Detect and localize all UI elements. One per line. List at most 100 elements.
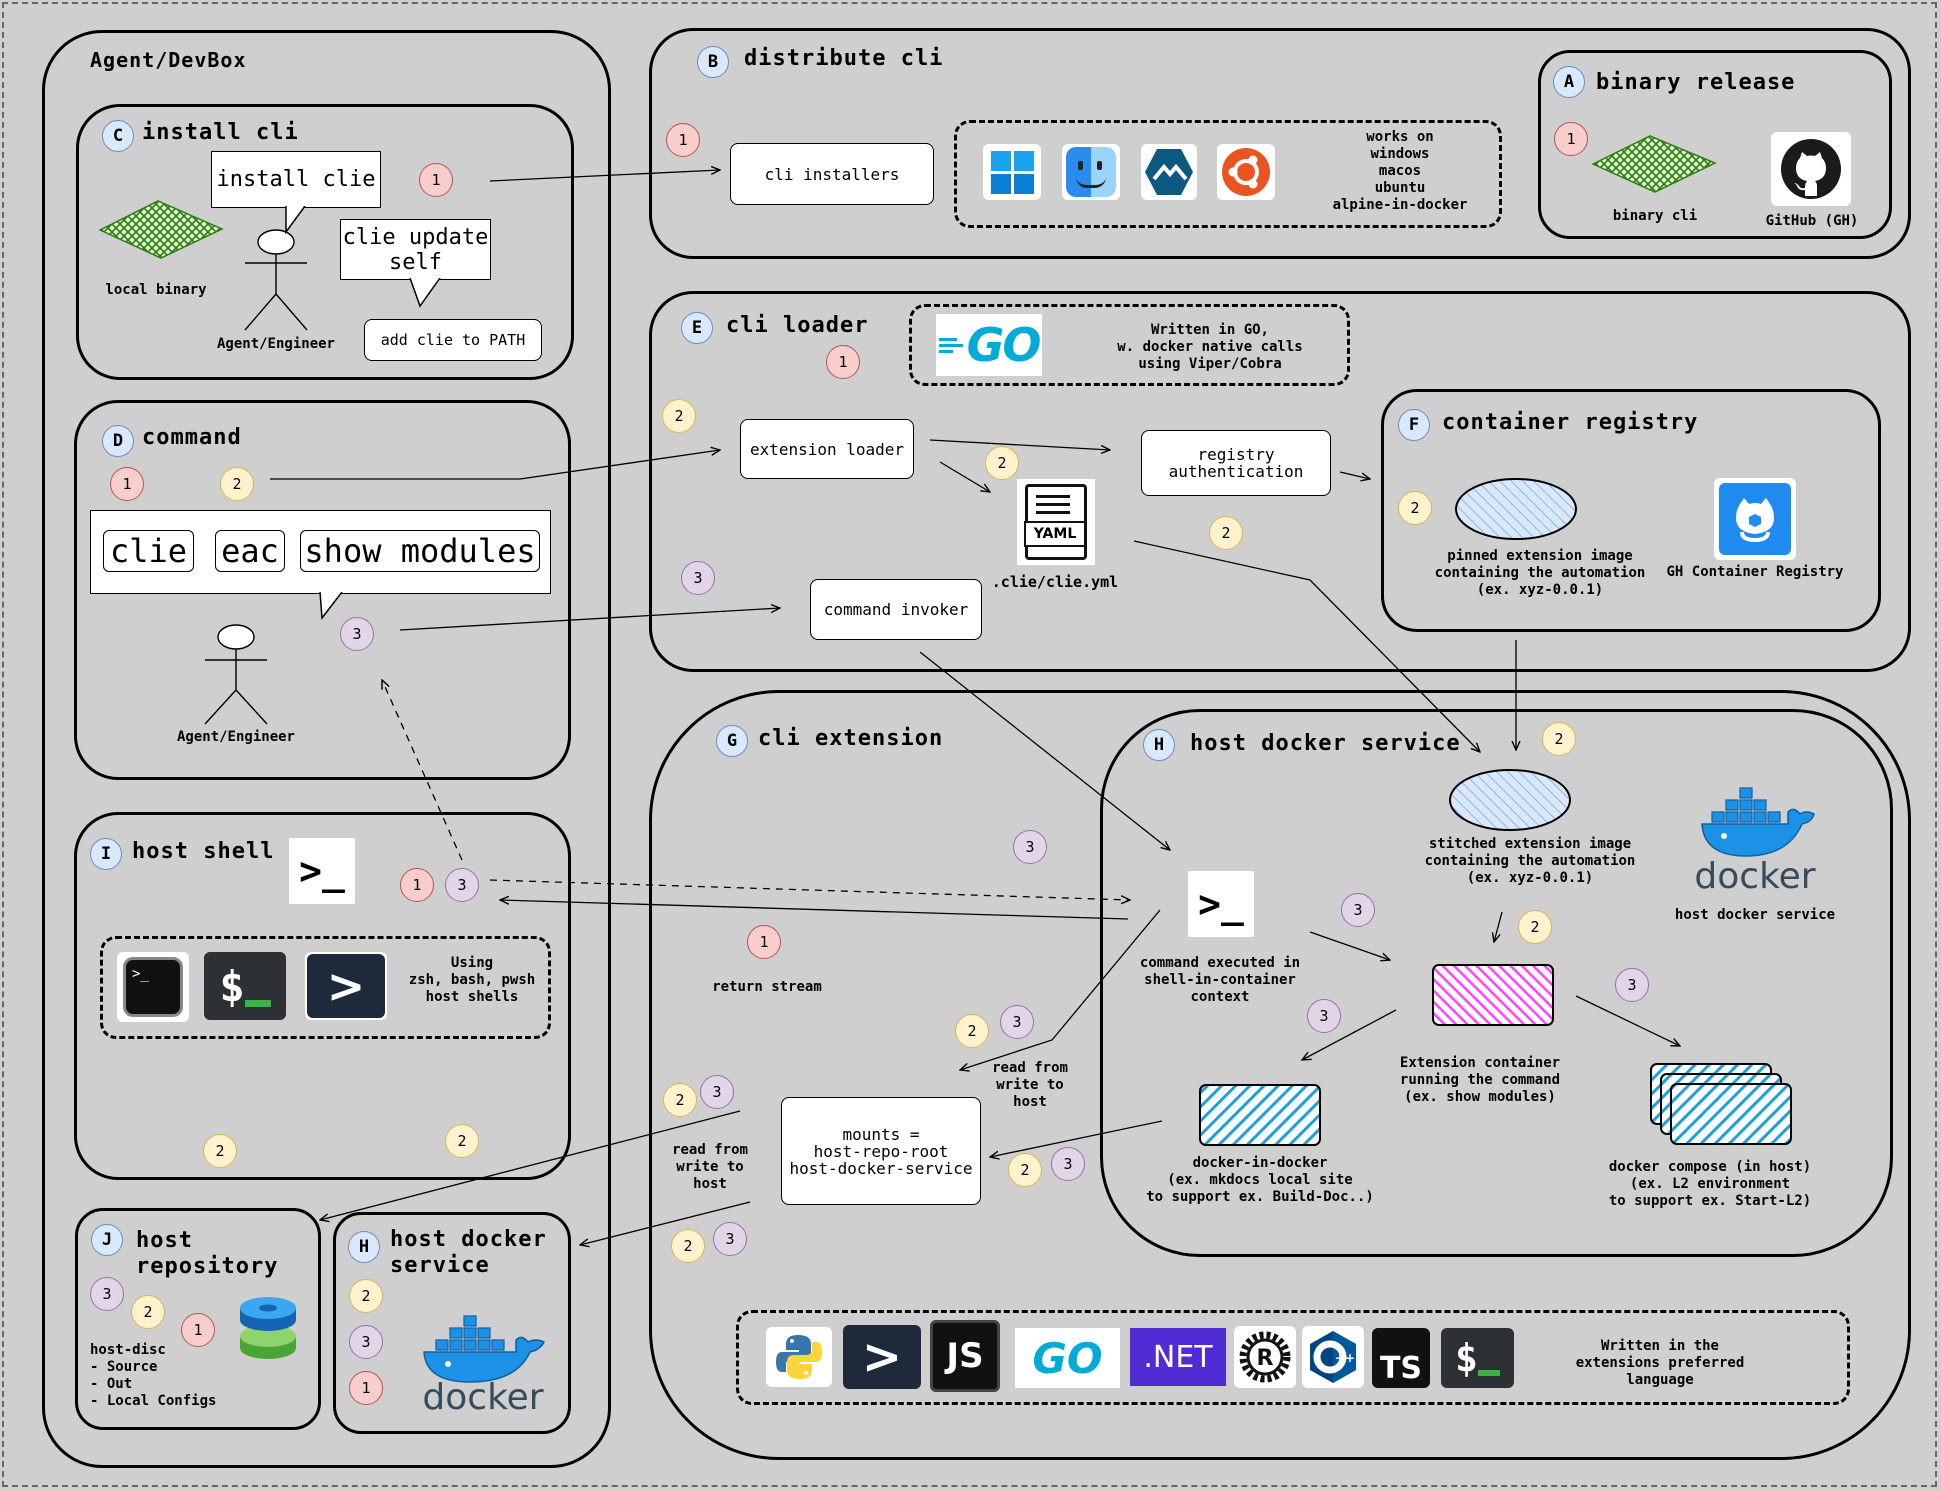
- host-shells-label: Using zsh, bash, pwsh host shells: [408, 955, 536, 1005]
- yaml-file-label: .clie/clie.yml: [991, 573, 1119, 591]
- arrow-install-to-installers: [489, 170, 720, 182]
- step-badge-2: 2: [1398, 491, 1432, 525]
- step-badge-2: 2: [663, 1083, 697, 1117]
- step-badge-2: 2: [1518, 910, 1552, 944]
- rust-icon: R: [1234, 1326, 1296, 1388]
- dotnet-icon: .NET: [1130, 1328, 1226, 1386]
- callout-tail-install: [285, 206, 306, 235]
- disk-stack-icon: [240, 1297, 296, 1359]
- step-badge-2: 2: [1008, 1153, 1042, 1187]
- letter-c: C: [102, 120, 134, 152]
- command-token: eac: [215, 530, 285, 572]
- docker-whale-icon-small: [423, 1315, 546, 1383]
- callout-install-clie: install clie: [211, 151, 381, 208]
- docker-whale-icon: [1701, 787, 1815, 857]
- yaml-file-icon: YAML: [1017, 479, 1095, 565]
- compose-stack: [1650, 1063, 1792, 1145]
- local-binary-diamond: [98, 200, 224, 259]
- step-badge-2: 2: [985, 446, 1019, 480]
- command-token: clie: [103, 530, 194, 572]
- pinned-image-label: pinned extension image containing the au…: [1434, 548, 1646, 598]
- region-title-agent-devbox: Agent/DevBox: [90, 48, 247, 72]
- letter-i: I: [90, 838, 122, 870]
- step-badge-3: 3: [713, 1222, 747, 1256]
- callout-tail-update: [409, 278, 441, 308]
- command-invoker-box: command invoker: [810, 579, 982, 640]
- arrow-command-to-invoker: [399, 608, 780, 631]
- step-badge-2: 2: [220, 467, 254, 501]
- extension-loader-box: extension loader: [740, 419, 914, 479]
- step-badge-2: 2: [349, 1279, 383, 1313]
- letter-f: F: [1398, 409, 1430, 441]
- step-badge-3: 3: [1307, 999, 1341, 1033]
- actor-figures: [204, 229, 308, 725]
- bash-icon: $: [204, 952, 286, 1020]
- command-callout-tail: [319, 592, 343, 621]
- step-badge-2: 2: [955, 1014, 989, 1048]
- docker-wordmark: docker: [1694, 856, 1816, 897]
- host-shells-group: [100, 936, 551, 1039]
- letter-j: J: [91, 1224, 123, 1256]
- arrow-dind-to-mounts: [990, 1120, 1163, 1157]
- region-distribute-cli: [649, 28, 1911, 259]
- step-badge-1: 1: [349, 1371, 383, 1405]
- binary-cli-label: binary cli: [1612, 208, 1698, 224]
- javascript-icon: JS: [930, 1320, 1000, 1392]
- region-container-registry: [1381, 389, 1881, 632]
- region-title-distribute-cli: distribute cli: [744, 46, 944, 71]
- languages-group: [736, 1310, 1850, 1405]
- region-title-host-docker-service: host docker service: [1190, 731, 1461, 756]
- region-title-command: command: [142, 425, 242, 450]
- step-badge-3: 3: [1051, 1147, 1085, 1181]
- letter-g: G: [716, 725, 748, 757]
- letter-h-small: H: [348, 1231, 380, 1263]
- region-title-container-registry: container registry: [1442, 410, 1699, 435]
- arrow-container-to-compose: [1575, 995, 1680, 1046]
- letter-b: B: [697, 46, 729, 78]
- region-title-host-shell: host shell: [132, 839, 275, 864]
- step-badge-1: 1: [826, 345, 860, 379]
- step-badge-1: 1: [419, 163, 453, 197]
- go-lang-icon: GO: [1015, 1328, 1120, 1388]
- letter-a: A: [1553, 66, 1585, 98]
- step-badge-3: 3: [445, 868, 479, 902]
- arrow-shell-to-container: [1309, 931, 1390, 960]
- step-badge-2: 2: [1542, 722, 1576, 756]
- callout-clie-update: clie update self: [340, 219, 491, 280]
- step-badge-1: 1: [110, 467, 144, 501]
- region-cli-extension: [649, 690, 1911, 1460]
- region-host-docker-small: [333, 1212, 571, 1434]
- actor-head-command: [217, 624, 255, 650]
- container-shell-icon: >_: [1188, 871, 1254, 937]
- python-icon: [766, 1327, 832, 1387]
- docker-wordmark-small: docker: [422, 1377, 544, 1418]
- arrow-command-to-loader: [270, 450, 720, 480]
- platforms-label: works on windows macos ubuntu alpine-in-…: [1332, 129, 1468, 213]
- region-binary-release: [1538, 50, 1892, 239]
- actor-label-command: Agent/Engineer: [176, 729, 295, 745]
- letter-h: H: [1143, 729, 1175, 761]
- read-write-label: read from write to host: [672, 1142, 748, 1192]
- cpp-icon: ++: [1302, 1326, 1364, 1388]
- step-badge-1: 1: [747, 925, 781, 959]
- letter-e: E: [681, 312, 713, 344]
- step-badge-2: 2: [445, 1124, 479, 1158]
- step-badge-3: 3: [1615, 968, 1649, 1002]
- region-title-cli-loader: cli loader: [726, 313, 869, 338]
- step-badge-1: 1: [400, 868, 434, 902]
- region-cli-loader: [649, 291, 1911, 672]
- actor-body-install: [244, 254, 308, 331]
- step-badge-2: 2: [203, 1134, 237, 1168]
- platforms-group: [954, 120, 1502, 228]
- actor-body-command: [204, 649, 268, 725]
- step-badge-2: 2: [671, 1229, 705, 1263]
- step-badge-3: 3: [700, 1075, 734, 1109]
- arrow-container-to-dind: [1302, 1009, 1397, 1060]
- actor-label-install: Agent/Engineer: [216, 336, 335, 352]
- local-binary-label: local binary: [105, 282, 207, 298]
- region-install-cli: [76, 104, 574, 380]
- read-write-label: read from write to host: [992, 1060, 1068, 1110]
